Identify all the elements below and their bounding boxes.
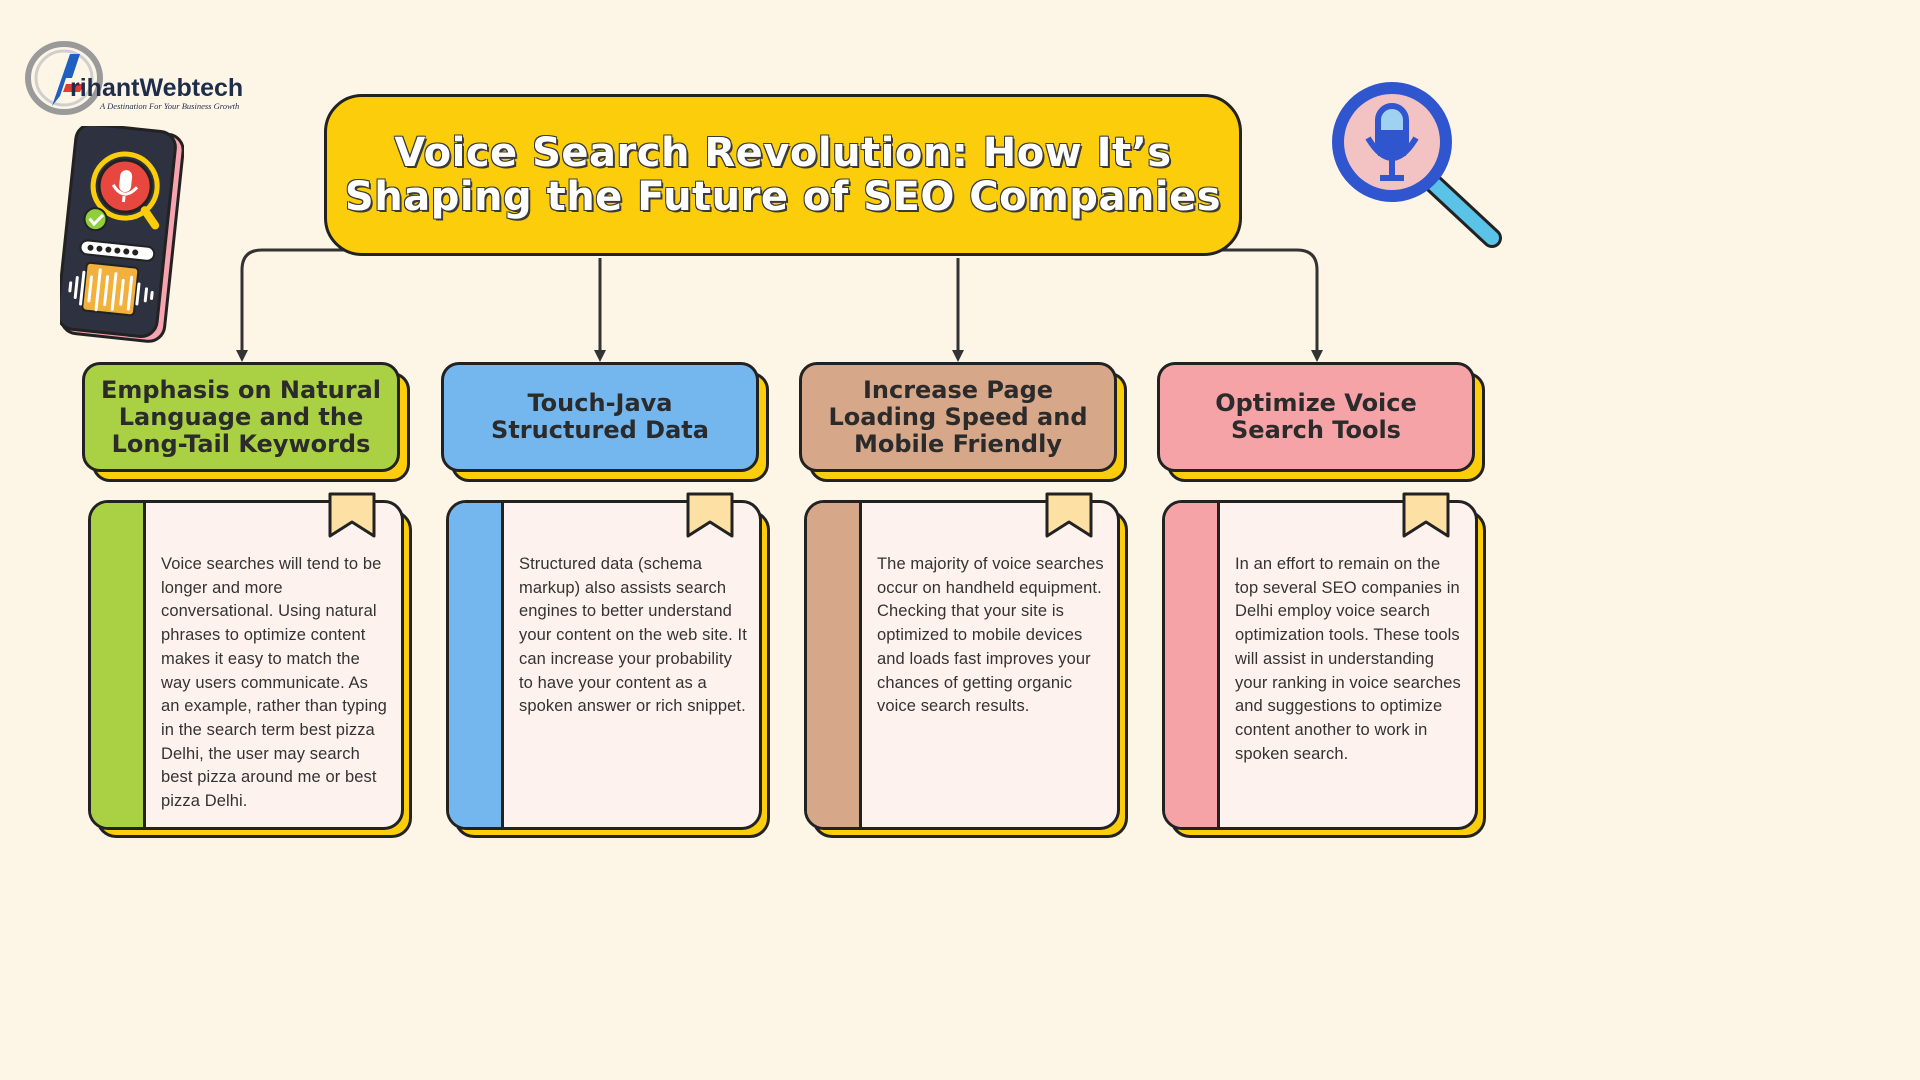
card-1: Voice searches will tend to be longer an… bbox=[88, 500, 404, 830]
heading-text-3: Increase Page Loading Speed and Mobile F… bbox=[828, 375, 1088, 458]
title-line-1: Voice Search Revolution: How It’s bbox=[394, 130, 1172, 176]
company-logo bbox=[22, 38, 282, 118]
logo-tagline: A Destination For Your Business Growth bbox=[100, 101, 240, 111]
logo-swoosh-icon bbox=[25, 41, 103, 115]
heading-text-4: Optimize Voice Search Tools bbox=[1215, 389, 1417, 444]
card-text-4: In an effort to remain on the top severa… bbox=[1235, 555, 1461, 763]
card-4: In an effort to remain on the top severa… bbox=[1162, 500, 1478, 830]
heading-box-4: Optimize Voice Search Tools bbox=[1157, 362, 1475, 472]
card-stripe-2 bbox=[449, 503, 504, 827]
heading-box-1: Emphasis on Natural Language and the Lon… bbox=[82, 362, 400, 472]
heading-box-3: Increase Page Loading Speed and Mobile F… bbox=[799, 362, 1117, 472]
card-text-2: Structured data (schema markup) also ass… bbox=[519, 555, 747, 716]
logo-name: rihantWebtech bbox=[70, 74, 244, 102]
bookmark-icon bbox=[328, 492, 376, 538]
card-2: Structured data (schema markup) also ass… bbox=[446, 500, 762, 830]
connector-right-outer bbox=[1196, 248, 1323, 362]
bookmark-icon bbox=[1402, 492, 1450, 538]
bookmark-icon bbox=[1045, 492, 1093, 538]
card-stripe-4 bbox=[1165, 503, 1220, 827]
card-stripe-3 bbox=[807, 503, 862, 827]
heading-box-2: Touch-Java Structured Data bbox=[441, 362, 759, 472]
page-title: Voice Search Revolution: How It’s Shapin… bbox=[345, 131, 1221, 219]
card-text-3: The majority of voice searches occur on … bbox=[877, 555, 1104, 716]
heading-text-2: Touch-Java Structured Data bbox=[491, 389, 709, 444]
card-3: The majority of voice searches occur on … bbox=[804, 500, 1120, 830]
card-text-1: Voice searches will tend to be longer an… bbox=[161, 555, 387, 811]
bookmark-icon bbox=[686, 492, 734, 538]
title-line-2: Shaping the Future of SEO Companies bbox=[344, 174, 1222, 220]
voice-search-magnifier-icon bbox=[1332, 82, 1502, 248]
heading-text-1: Emphasis on Natural Language and the Lon… bbox=[100, 375, 382, 458]
card-stripe-1 bbox=[91, 503, 146, 827]
connector-left-outer bbox=[236, 248, 370, 362]
voice-phone-icon bbox=[60, 126, 184, 343]
title-box: Voice Search Revolution: How It’s Shapin… bbox=[324, 94, 1242, 256]
